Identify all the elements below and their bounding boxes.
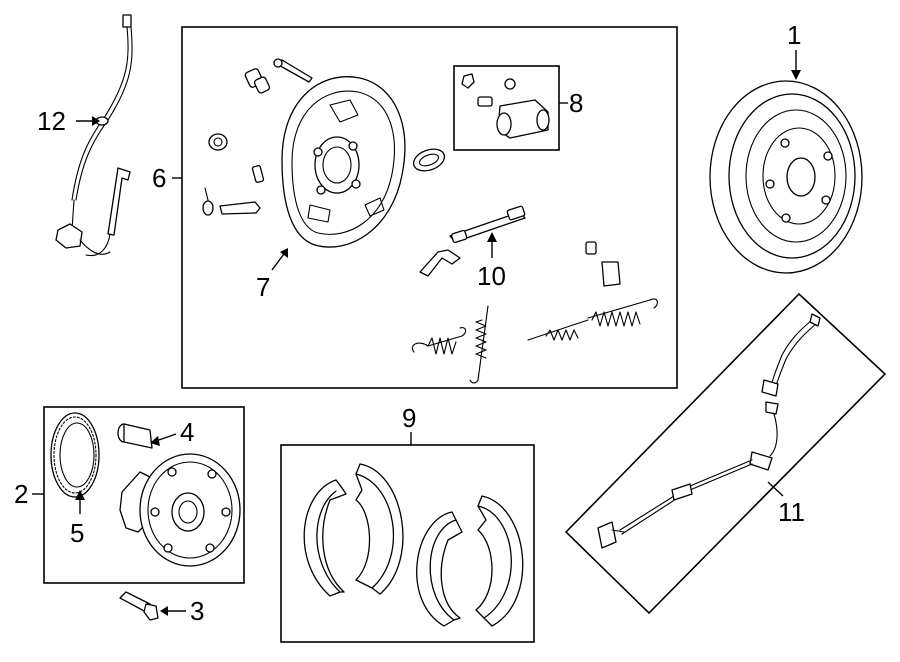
callout-1: 1 [787,20,801,50]
callout-6: 6 [152,163,166,193]
retainer-clips [585,241,621,287]
callout-4: 4 [180,417,194,447]
backing-plate [281,76,406,248]
brake-shoe-group-box [280,444,535,643]
wheel-cylinder-group-box [453,65,560,151]
callout-12: 12 [37,106,66,136]
backing-plate-group-box [181,26,678,389]
callout-2: 2 [14,479,28,509]
brake-hose [597,313,821,549]
callout-8: 8 [569,88,583,118]
wheel-stud [117,423,153,449]
brake-drum [709,80,863,274]
abs-sensor [55,14,133,257]
brake-hose-group-box [564,292,887,615]
tone-ring [50,412,100,498]
callout-5: 5 [70,518,84,548]
callout-3: 3 [190,596,204,626]
callout-10: 10 [477,261,506,291]
hub-bolt [119,591,159,621]
callout-11: 11 [778,497,805,527]
brake-adjuster [419,205,526,277]
hub-group-box [43,406,245,584]
callout-7: 7 [256,272,270,302]
wheel-hub [119,453,241,567]
wheel-cylinder [461,73,550,139]
return-springs [411,298,659,384]
callout-9: 9 [402,403,416,433]
backing-plate-hardware [202,58,446,216]
leader-lines [32,50,801,616]
brake-shoes [303,463,524,627]
